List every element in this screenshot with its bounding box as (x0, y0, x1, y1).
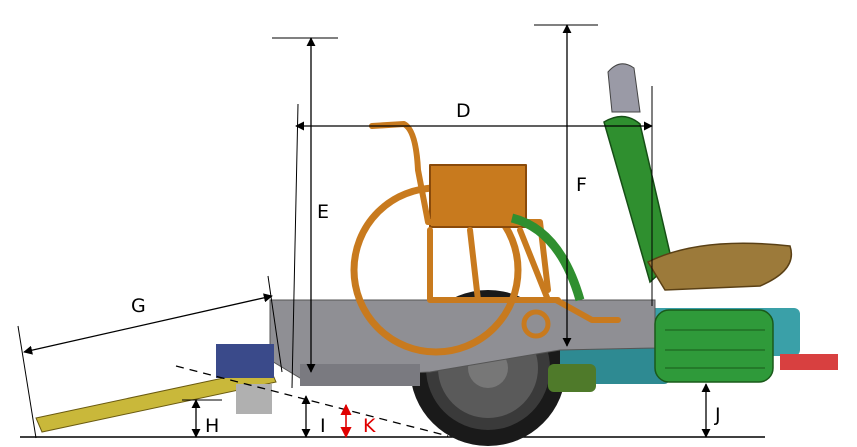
label-j: J (714, 404, 721, 426)
green-strap (510, 213, 585, 302)
label-i: I (320, 415, 326, 437)
green-pod (548, 364, 596, 392)
dimension-g-extension-left (17, 325, 37, 439)
label-h: H (205, 415, 219, 437)
vehicle-floor (269, 299, 656, 386)
label-k: K (363, 415, 376, 437)
wheelchair (350, 121, 621, 356)
label-d: D (456, 100, 471, 122)
dimension-g-line (23, 293, 273, 355)
red-rear-bar (780, 354, 838, 370)
label-f: F (576, 174, 587, 196)
slope-reference-line (175, 365, 449, 437)
dimension-g-extension-right (267, 275, 283, 373)
label-e: E (317, 201, 329, 223)
dimension-d-extension-left (291, 103, 299, 389)
label-g: G (131, 295, 146, 317)
green-tank (654, 309, 774, 383)
vehicle-seat (603, 63, 793, 291)
deployed-ramp (35, 344, 277, 433)
